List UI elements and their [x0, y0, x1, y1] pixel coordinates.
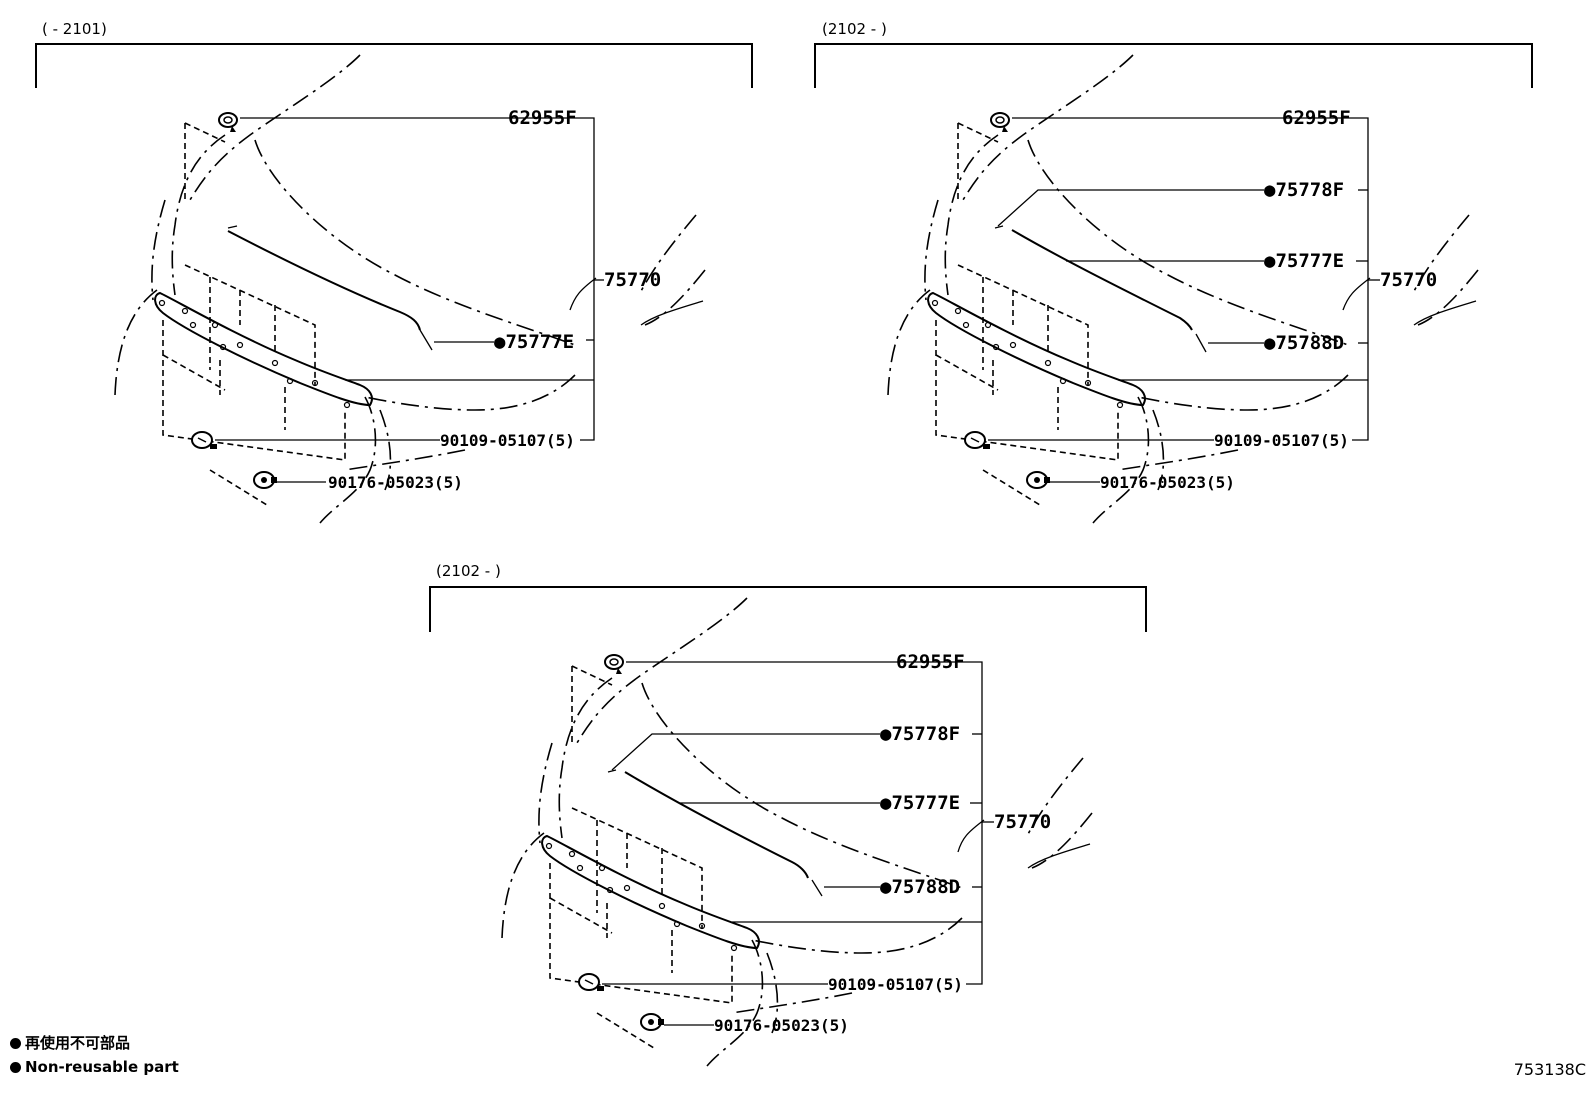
part-label-nut: 90176-05023(5) — [714, 1016, 849, 1035]
screw-icon — [964, 431, 991, 450]
legend-non-reusable-en: Non-reusable part — [10, 1058, 179, 1076]
panel-1-bracket — [35, 43, 753, 88]
part-label-assy: 75770 — [1380, 269, 1437, 291]
part-label-clip: 62955F — [1282, 107, 1351, 129]
part-label-screw: 90109-05107(5) — [440, 431, 575, 450]
part-label-moulding-c: ●75788D — [880, 876, 960, 898]
panel-2-moulding-strip — [1011, 229, 1193, 331]
legend-non-reusable-jp: 再使用不可部品 — [10, 1032, 130, 1053]
bullet-icon — [10, 1062, 21, 1073]
part-label-moulding-b: ●75778F — [880, 723, 960, 745]
panel-1-moulding-strip — [227, 230, 421, 331]
nut-icon — [1026, 471, 1051, 489]
screw-icon — [191, 431, 218, 450]
nut-icon — [253, 471, 278, 489]
drawing-number: 753138C — [1513, 1060, 1586, 1079]
panel-1: ( - 2101) 62955F 75770 ●75777E 90109-051… — [35, 20, 753, 524]
part-label-assy: 75770 — [604, 269, 661, 291]
part-label-nut: 90176-05023(5) — [328, 473, 463, 492]
part-label-nut: 90176-05023(5) — [1100, 473, 1235, 492]
part-label-screw: 90109-05107(5) — [828, 975, 963, 994]
clip-icon — [604, 654, 624, 675]
clip-icon — [990, 112, 1010, 133]
panel-2-bracket — [814, 43, 1533, 88]
screw-icon — [578, 973, 605, 992]
panel-3-moulding-strip — [624, 771, 809, 879]
nut-icon — [640, 1013, 665, 1031]
panel-3-bracket — [429, 586, 1147, 632]
panel-2: (2102 - ) 62955F ●75778F ●75777E 75770 ●… — [814, 20, 1533, 524]
panel-3: (2102 - ) 62955F ●75778F ●75777E 75770 ●… — [429, 562, 1147, 1067]
bullet-icon — [10, 1038, 21, 1049]
part-label-clip: 62955F — [896, 651, 965, 673]
part-label-clip: 62955F — [508, 107, 577, 129]
panel-1-range: ( - 2101) — [42, 20, 107, 38]
clip-icon — [218, 112, 238, 133]
part-label-screw: 90109-05107(5) — [1214, 431, 1349, 450]
part-label-moulding-a: ●75777E — [880, 792, 960, 814]
panel-2-range: (2102 - ) — [822, 20, 887, 38]
part-label-moulding-a: ●75777E — [1264, 250, 1344, 272]
part-label-moulding-a: ●75777E — [494, 331, 574, 353]
panel-3-range: (2102 - ) — [436, 562, 501, 580]
part-label-assy: 75770 — [994, 811, 1051, 833]
part-label-moulding-c: ●75788D — [1264, 332, 1344, 354]
part-label-moulding-b: ●75778F — [1264, 179, 1344, 201]
